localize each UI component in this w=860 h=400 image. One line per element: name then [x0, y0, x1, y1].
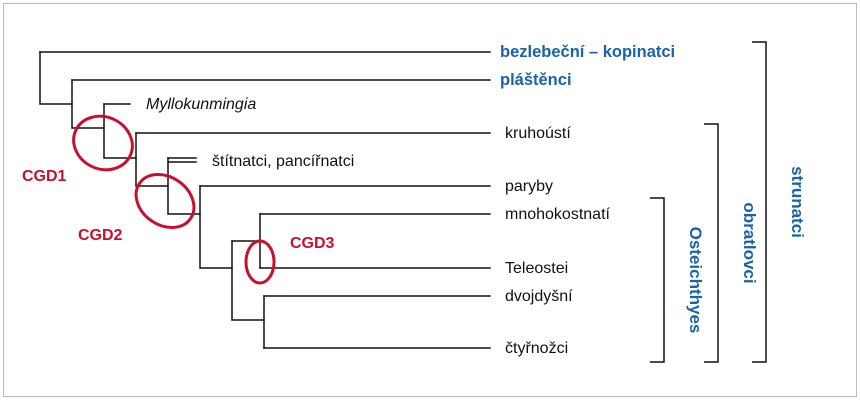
- cgd2-ellipse: [134, 172, 196, 230]
- cgd1-ellipse: [72, 114, 134, 172]
- myllokunmingia-node: [103, 103, 137, 159]
- bracket-osteichthyes: [650, 197, 665, 363]
- chondrichthyes-node: [199, 185, 233, 269]
- label-tetrapoda: čtyřnožci: [505, 340, 568, 357]
- group-brackets: [650, 41, 767, 363]
- label-cgd1: CGD1: [22, 168, 67, 185]
- label-vertebrates: obratlovci: [740, 202, 759, 283]
- label-osteichthyes: Osteichthyes: [686, 227, 705, 334]
- outer-border: [3, 3, 857, 397]
- label-cyclostomes: kruhoústí: [505, 125, 571, 142]
- label-myllokunmingia: Myllokunmingia: [146, 96, 256, 113]
- label-cephalochordates: bezlebeční – kopinatci: [500, 43, 675, 61]
- bracket-chordates: [752, 41, 767, 363]
- label-placoderms: štítnatci, pancířnatci: [212, 153, 354, 170]
- cyclostome-node: [135, 132, 169, 187]
- bracket-vertebrates: [704, 123, 719, 363]
- label-cgd3: CGD3: [290, 235, 335, 252]
- label-tunicates: pláštěnci: [500, 71, 572, 89]
- label-chordates: strunatci: [788, 166, 807, 238]
- label-chondrichthyes: paryby: [505, 178, 553, 195]
- label-teleostei: Teleostei: [505, 260, 568, 277]
- root-branch: [39, 51, 73, 105]
- label-polypteriformes: mnohokostnatí: [505, 206, 611, 223]
- tunicate-node: [71, 79, 105, 129]
- osteichthyes-node: [231, 240, 265, 321]
- label-dipnoi: dvojdyšní: [505, 288, 573, 305]
- cgd3-ellipse: [244, 239, 276, 285]
- tree-branches: [39, 51, 491, 349]
- label-cgd2: CGD2: [78, 227, 123, 244]
